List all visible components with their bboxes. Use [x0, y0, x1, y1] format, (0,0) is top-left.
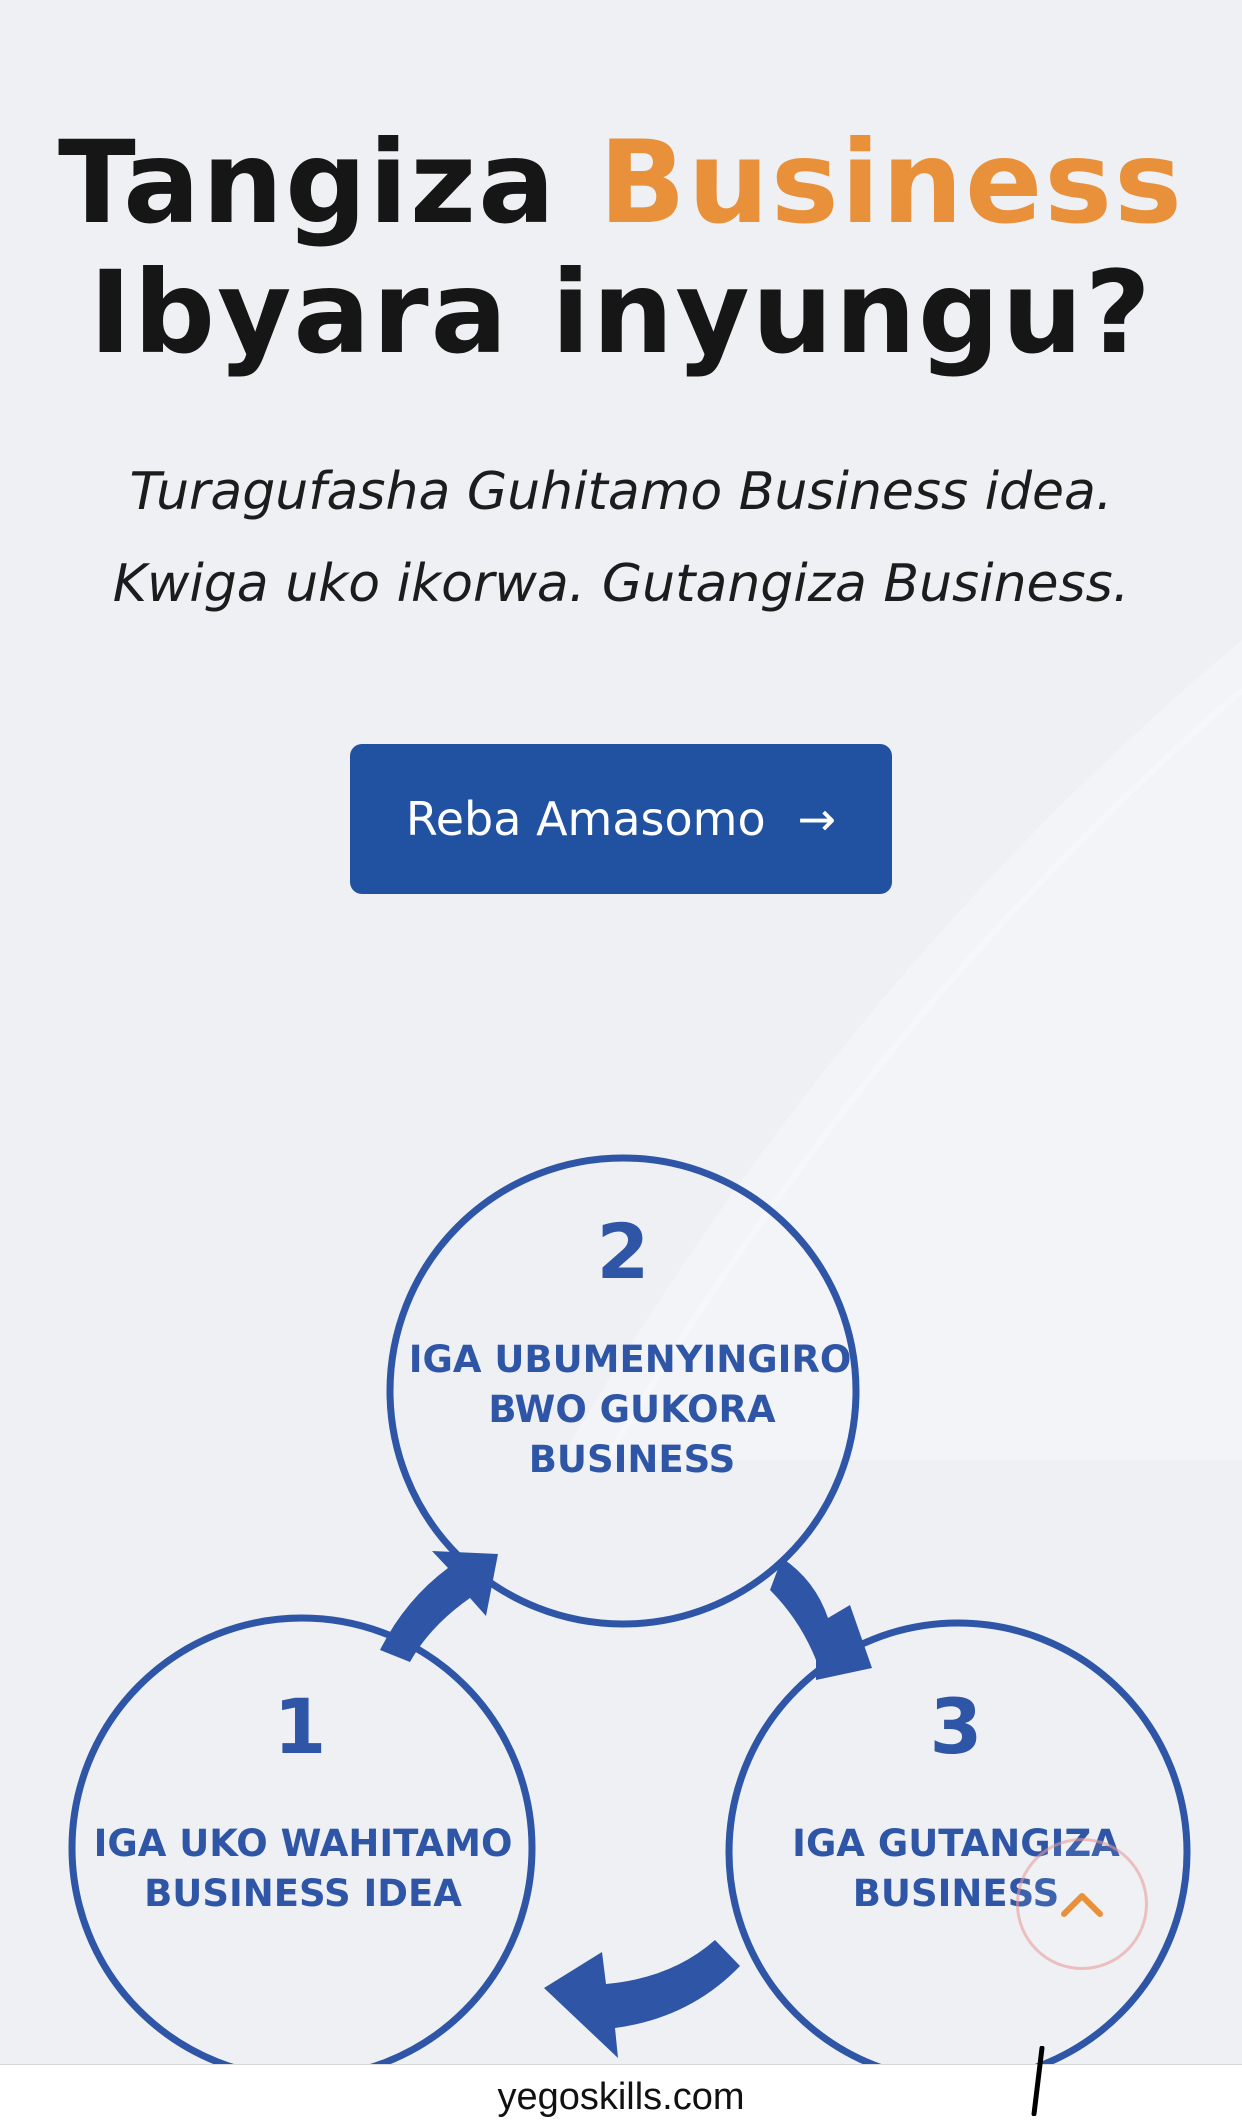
hero-subtitle: Turagufasha Guhitamo Business idea. Kwig…	[0, 446, 1242, 630]
step-1-line-1: IGA UKO WAHITAMO	[94, 1822, 513, 1865]
arrow-step2-to-step3-icon	[770, 1558, 872, 1680]
reba-amasomo-button[interactable]: Reba Amasomo →	[350, 744, 892, 894]
step-2-line-3: BUSINESS	[529, 1438, 736, 1481]
step-3-circle	[725, 1619, 1191, 2066]
arrow-right-icon: →	[797, 792, 837, 846]
chevron-up-icon	[1061, 1893, 1103, 1917]
hero-title-accent: Business	[598, 116, 1184, 249]
step-1-number: 1	[274, 1682, 327, 1771]
arrow-step3-to-step1-icon	[544, 1940, 740, 2058]
step-2-line-1: IGA UBUMENYINGIRO	[409, 1338, 852, 1381]
step-1-line-2: BUSINESS IDEA	[144, 1872, 462, 1915]
step-3-number: 3	[930, 1682, 983, 1771]
cta-label: Reba Amasomo	[405, 792, 766, 846]
subtitle-line-1: Turagufasha Guhitamo Business idea.	[129, 462, 1113, 522]
subtitle-line-2: Kwiga uko ikorwa. Gutangiza Business.	[112, 554, 1130, 614]
step-1-circle	[68, 1614, 536, 2066]
step-2-number: 2	[597, 1207, 650, 1296]
arrow-step1-to-step2-icon	[380, 1551, 498, 1662]
step-2-line-2: BWO GUKORA	[488, 1388, 776, 1431]
step-2-circle	[386, 1154, 860, 1628]
footer-url: yegoskills.com	[497, 2076, 745, 2118]
scroll-to-top-button[interactable]	[1016, 1838, 1148, 1970]
text-cursor-mark	[1031, 2046, 1045, 2116]
